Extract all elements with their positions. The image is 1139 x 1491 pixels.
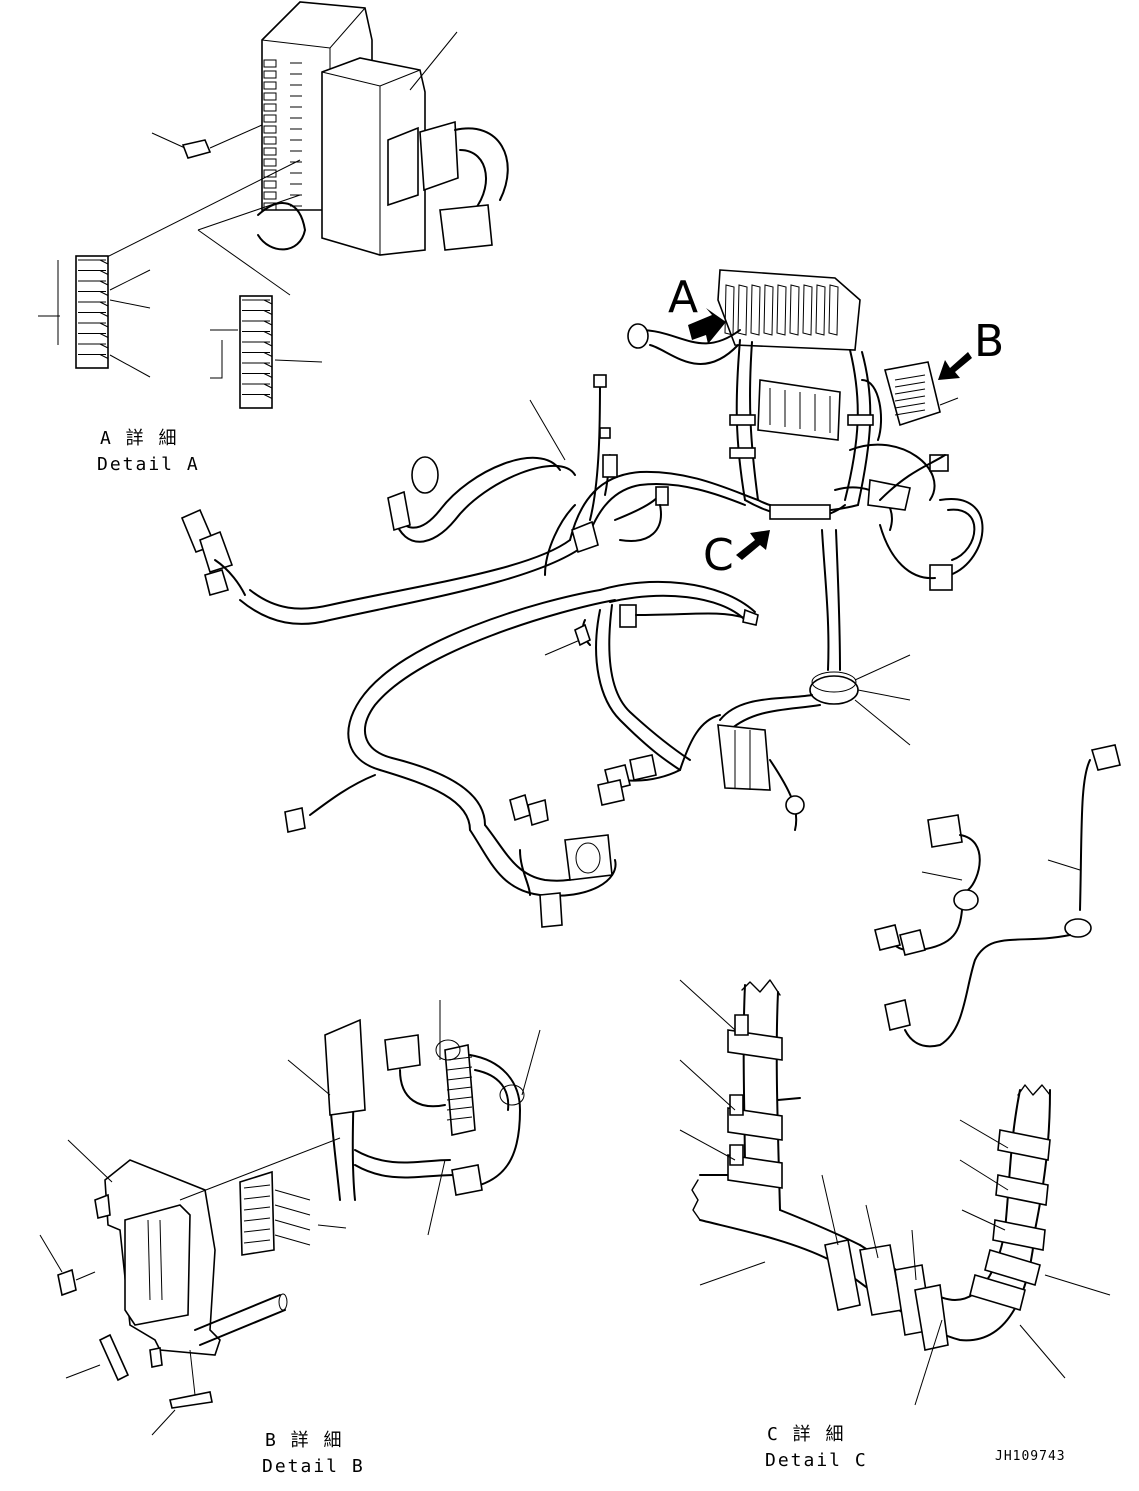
view-b-label: B <box>974 316 1004 367</box>
stackR-segment <box>242 352 273 357</box>
stackR-segment <box>242 331 273 336</box>
panelSlots-segment <box>776 284 787 336</box>
bTerm2-segment <box>243 1217 271 1222</box>
view-c-arrow <box>736 530 770 560</box>
bTerm2-segment <box>243 1206 271 1211</box>
sub-harness-right <box>874 744 1121 1048</box>
bSlots-segment <box>894 402 926 409</box>
view-c-label: C <box>703 530 734 581</box>
stackR-segment <box>242 320 273 326</box>
bSlots-segment <box>894 395 926 402</box>
panelSlots-segment <box>763 284 774 336</box>
stackL-segment <box>78 301 109 307</box>
stackL-segment <box>78 259 109 265</box>
bTerm2-segment <box>243 1239 271 1244</box>
bTerm-segment <box>446 1076 473 1081</box>
detail-a-title-jp: A 詳 細 <box>100 428 179 449</box>
panelSlots-segment <box>828 284 839 336</box>
slotsA1-segment <box>263 92 302 101</box>
stackL-segment <box>78 270 109 275</box>
bTerm-segment <box>446 1106 473 1111</box>
stackR-segment <box>242 341 273 347</box>
slotsA1-segment <box>263 125 302 134</box>
stackL-segment <box>78 354 109 359</box>
bSlots-segment <box>894 388 926 395</box>
bTerm-segment <box>446 1116 473 1121</box>
bTerm-segment <box>446 1066 473 1071</box>
panelSlots-segment <box>789 284 800 336</box>
detail-b-bracket: B 詳 細 Detail B <box>39 1000 541 1477</box>
detail-c-title-jp: C 詳 細 <box>767 1424 846 1445</box>
stackL-segment <box>78 333 109 338</box>
drawing-number: JH109743 <box>995 1449 1066 1464</box>
slotsA1-segment <box>263 59 302 68</box>
slotsA1-segment <box>263 103 302 112</box>
stackR-segment <box>242 383 273 389</box>
fuse-stack-right <box>210 295 323 409</box>
bSlots-segment <box>894 374 926 381</box>
detail-b-title-jp: B 詳 細 <box>265 1430 344 1451</box>
stackL-segment <box>78 291 109 296</box>
detail-c-clamps: C 詳 細 Detail C <box>679 979 1111 1471</box>
bTerm2-segment <box>243 1228 271 1233</box>
stackR-segment <box>242 394 273 399</box>
bTerm-segment <box>446 1096 473 1101</box>
bSlots-segment <box>894 409 926 416</box>
stackL-segment <box>78 280 109 286</box>
slotsA1-segment <box>263 81 302 90</box>
panelSlots-segment <box>750 284 761 336</box>
slotsA1-segment <box>263 147 302 156</box>
panelSlots-segment <box>815 284 826 336</box>
stackR-segment <box>242 310 273 315</box>
bSlots-segment <box>894 381 926 388</box>
slotsA1-segment <box>263 70 302 79</box>
panelSlots-segment <box>737 284 748 336</box>
panelSlots-segment <box>802 284 813 336</box>
bTerm2-segment <box>243 1195 271 1200</box>
slotsA1-segment <box>263 180 302 189</box>
bTerm-segment <box>446 1086 473 1091</box>
main-wiring-harness: A B C <box>180 269 1004 928</box>
detail-b-title-en: Detail B <box>262 1456 365 1477</box>
stackR-segment <box>242 299 273 305</box>
stackL-segment <box>78 322 109 328</box>
bTerm2-segment <box>243 1184 271 1189</box>
view-a-arrow <box>688 308 726 344</box>
slotsA1-segment <box>263 114 302 123</box>
stackL-segment <box>78 343 109 349</box>
view-a-label: A <box>668 272 698 323</box>
detail-c-title-en: Detail C <box>765 1450 868 1471</box>
slotsA1-segment <box>263 136 302 145</box>
stackL-segment <box>78 312 109 317</box>
stackR-segment <box>242 362 273 368</box>
fuse-stack-left <box>38 255 151 378</box>
detail-a-title-en: Detail A <box>97 454 200 475</box>
detail-a-fuse-box: A 詳 細 Detail A <box>38 1 509 475</box>
slotsA1-segment <box>263 169 302 178</box>
stackR-segment <box>242 373 273 378</box>
view-b-arrow <box>938 352 972 380</box>
